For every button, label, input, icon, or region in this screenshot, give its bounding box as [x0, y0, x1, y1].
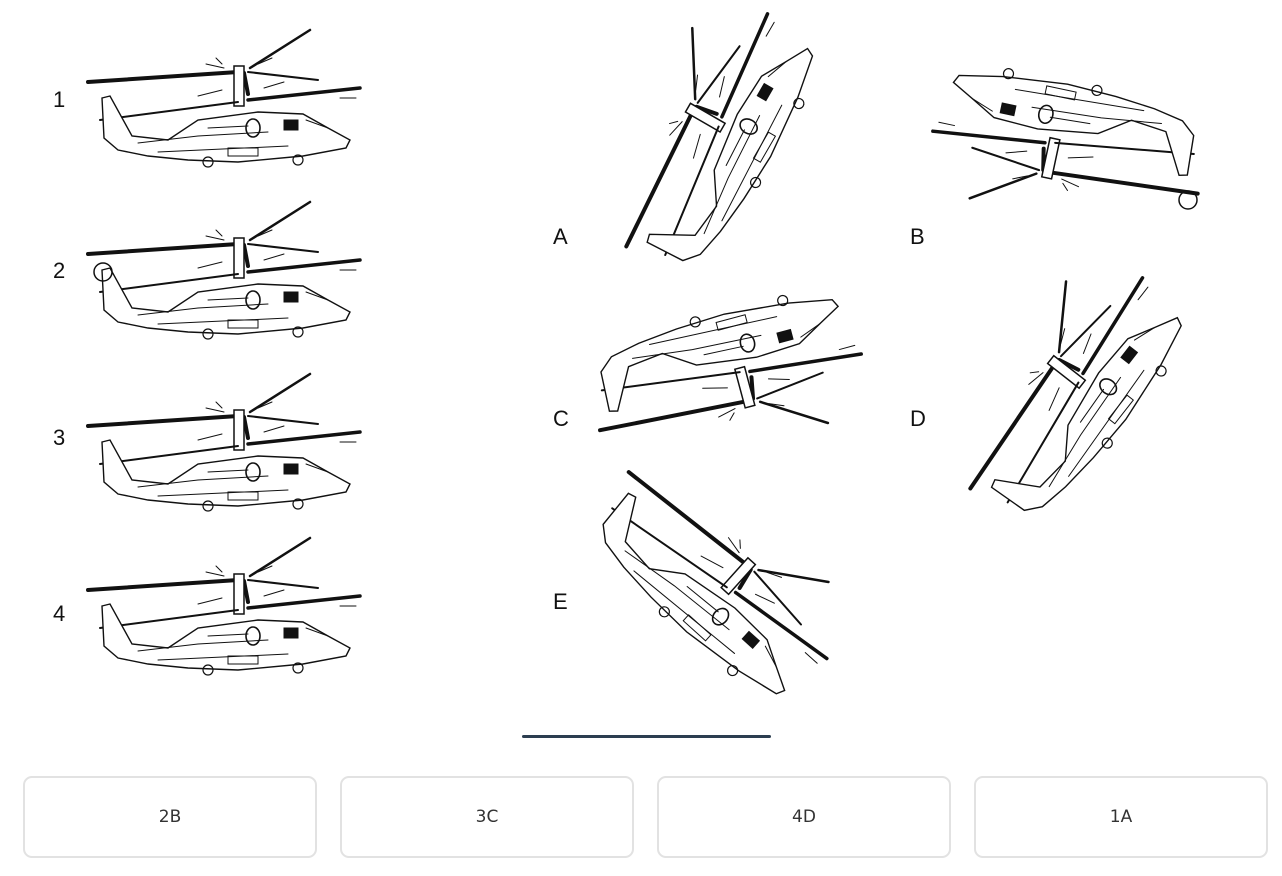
label-4: 4 [53, 601, 66, 626]
helicopter-b [918, 51, 1218, 247]
helicopter-c [576, 275, 879, 483]
label-d: D [910, 406, 926, 431]
helicopter-a [579, 0, 838, 291]
helicopter-3 [86, 372, 362, 513]
label-e: E [553, 589, 568, 614]
helicopter-2 [86, 200, 362, 341]
helicopter-1 [86, 28, 362, 169]
option-button-2b[interactable]: 2B [23, 776, 317, 858]
helicopter-d [927, 240, 1207, 543]
label-1: 1 [53, 87, 66, 112]
label-3: 3 [53, 425, 66, 450]
divider [522, 735, 771, 738]
puzzle-illustration [86, 0, 1218, 720]
option-button-4d[interactable]: 4D [657, 776, 951, 858]
label-2: 2 [53, 258, 66, 283]
tail-rotor-marker [1178, 190, 1198, 210]
label-b: B [910, 224, 925, 249]
option-button-3c[interactable]: 3C [340, 776, 634, 858]
label-a: A [553, 224, 568, 249]
helicopter-4 [86, 536, 362, 677]
helicopter-e [569, 431, 868, 720]
option-button-1a[interactable]: 1A [974, 776, 1268, 858]
label-c: C [553, 406, 569, 431]
tail-rotor-marker [93, 262, 113, 282]
